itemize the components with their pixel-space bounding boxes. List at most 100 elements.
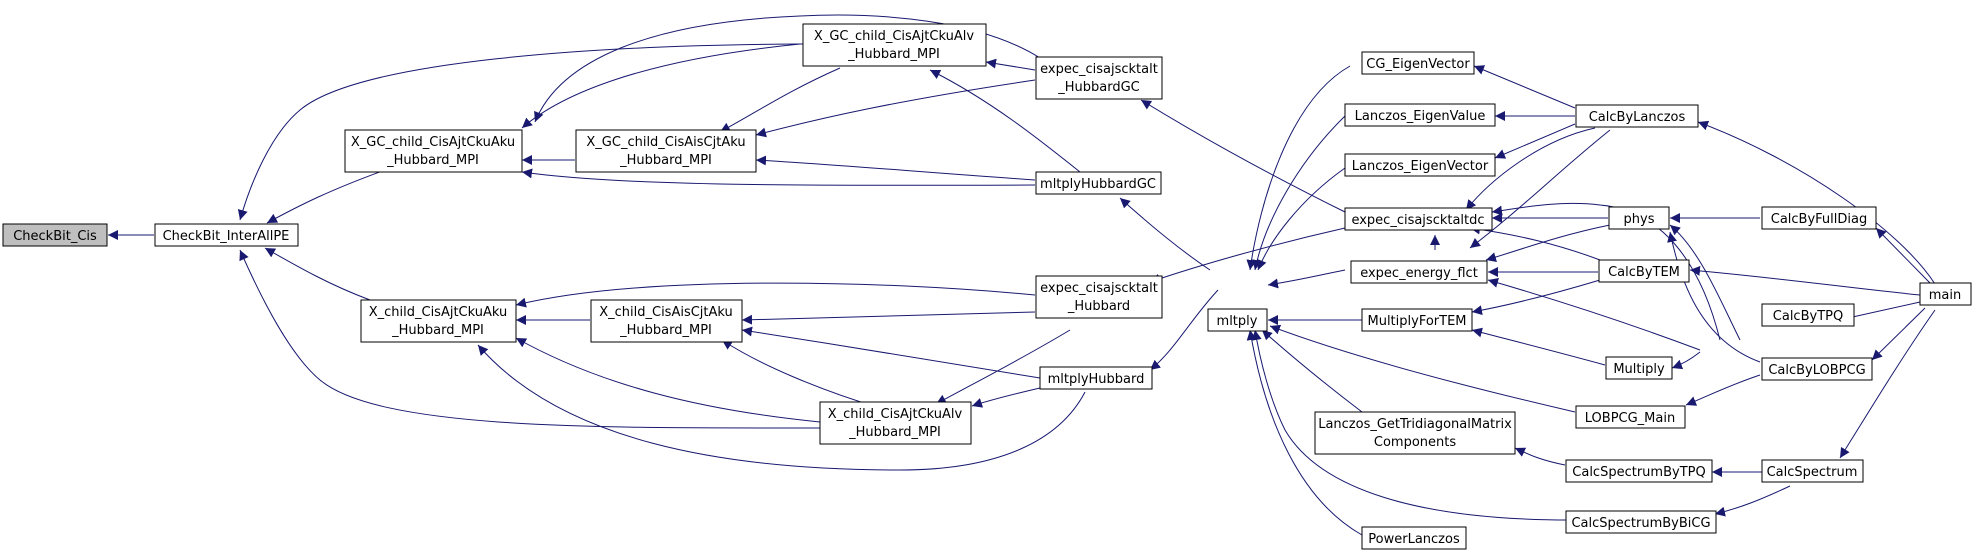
node-checkbit-cis-label: CheckBit_Cis [13,229,97,244]
node-xc-ckuaku-label-1: X_child_CisAjtCkuAku [369,305,508,320]
node-tridiag-label-2: Components [1374,435,1456,450]
node-xc-ckualv-label-1: X_child_CisAjtCkuAlv [828,407,963,422]
node-energy-label: expec_energy_flct [1360,266,1478,281]
edge-energy-to-mltply [1267,269,1346,289]
node-lanczos-evec-label: Lanczos_EigenVector [1352,159,1489,174]
node-phys-box[interactable] [1608,206,1670,230]
node-tridiag-box[interactable] [1314,411,1516,455]
node-xgc-ckualv-box[interactable] [802,23,987,67]
node-xc-ckuaku-box[interactable] [360,299,517,343]
node-calctem-label: CalcByTEM [1608,265,1680,280]
node-expec-h-label-2: _Hubbard [1067,299,1130,314]
edge-expec-h-to-xc-aiscjtaku [741,311,1036,325]
node-calctem-box[interactable] [1598,259,1690,283]
node-mltply-label: mltply [1217,314,1258,329]
edge-calctpq-to-multiply [1671,351,1701,370]
node-spectpq-label: CalcSpectrumByTPQ [1572,465,1705,480]
edge-main-to-calclanczos [1697,120,1936,285]
node-powerlanczos-box[interactable] [1361,526,1467,550]
edge-main-to-fulldiag [1875,227,1931,284]
node-calclanczos-label: CalcByLanczos [1589,110,1686,125]
edge-xc-ckualv-to-xc-ckuaku [515,337,821,423]
node-energy-box[interactable] [1350,260,1488,284]
edge-xgc-ckualv-to-interallpe [237,43,804,221]
node-lanczos-evec-box[interactable] [1344,153,1496,177]
edge-lobpcgmain-to-mltply [1269,324,1576,413]
edge-main-to-calctem [1689,265,1921,296]
node-tridiag-label-1: Lanczos_GetTridiagonalMatrix [1318,417,1512,432]
node-lobpcg-label: CalcByLOBPCG [1768,363,1865,378]
edge-lobpcg-to-phys [1667,231,1761,363]
node-xgc-aiscjtaku-box[interactable] [575,129,757,173]
node-mltply-box[interactable] [1207,308,1268,332]
node-xgc-ckuaku-label-1: X_GC_child_CisAjtCkuAku [351,135,515,150]
edge-cg-to-mltply [1246,65,1351,271]
node-lanczos-ev-box[interactable] [1344,103,1496,127]
edge-mltplyhgc-to-xgc-aiscjtaku [755,155,1036,181]
node-phys-label: phys [1624,212,1655,227]
node-checkbit-interallpe-label: CheckBit_InterAllPE [163,229,290,244]
edge-expec-hgc-to-xgc-ckualv [985,58,1036,71]
edge-mltplyh-to-xc-ckuaku [477,344,1086,471]
edge-lanczos-evec-to-mltply [1257,167,1346,271]
node-calctpq-label: CalcByTPQ [1773,309,1843,324]
node-xc-aiscjtaku-box[interactable] [590,299,743,343]
edge-main-to-lobpcg [1871,307,1926,361]
node-xgc-aiscjtaku-label-1: X_GC_child_CisAisCjtAku [586,135,745,150]
edge-spectpq-to-tridiag [1514,447,1566,466]
edge-calctpq-to-phys [1669,224,1741,341]
edge-mltplyhgc-to-xgc-ckuaku [521,168,1036,186]
edge-mltplyh-to-xc-aiscjtaku [741,326,1041,379]
edge-multiply-to-multfortem [1471,327,1606,366]
node-expec-h-box[interactable] [1035,275,1163,319]
edge-phys-to-energy [1485,224,1611,262]
node-mltplyh-label: mltplyHubbard [1048,372,1145,387]
edge-xgc-ckuaku-to-interallpe [266,169,386,224]
node-spectrum-label: CalcSpectrum [1767,465,1858,480]
node-main-box[interactable] [1919,282,1972,306]
edge-calclanczos-to-cg [1473,65,1576,109]
node-mltplyhgc-box[interactable] [1035,171,1162,195]
node-calctpq-box[interactable] [1761,303,1855,327]
node-xgc-ckualv-label-2: _Hubbard_MPI [847,47,940,62]
node-lobpcgmain-box[interactable] [1575,405,1686,429]
edge-lobpcg-to-lobpcgmain [1685,374,1761,406]
edge-bicg-to-mltply [1251,329,1571,521]
node-xgc-ckuaku-label-2: _Hubbard_MPI [386,153,479,168]
node-cg-box[interactable] [1361,51,1475,75]
node-multfortem-box[interactable] [1361,308,1473,332]
node-xgc-ckuaku-box[interactable] [344,129,523,173]
node-powerlanczos-label: PowerLanczos [1368,532,1460,547]
node-fulldiag-box[interactable] [1761,206,1877,230]
node-expec-hgc-label-2: _HubbardGC [1057,80,1140,95]
edge-mltply-to-mltplyh [1149,289,1219,371]
node-mltplyh-box[interactable] [1039,366,1153,390]
node-xgc-aiscjtaku-label-2: _Hubbard_MPI [619,153,712,168]
edge-calclanczos-to-dc [1465,127,1596,211]
node-expec-hgc-box[interactable] [1035,56,1163,100]
edge-dc-to-expec-hgc [1140,99,1346,213]
node-xc-ckualv-box[interactable] [819,401,972,445]
node-expec-h-label-1: expec_cisajscktalt [1040,281,1158,296]
node-multfortem-label: MultiplyForTEM [1367,314,1466,329]
node-spectrum-box[interactable] [1761,459,1864,483]
node-specbicg-box[interactable] [1565,510,1717,534]
edge-mltplyh-to-xc-ckualv [971,387,1041,408]
node-spectpq-box[interactable] [1565,459,1713,483]
edge-xc-ckualv-to-interallpe [239,249,821,429]
node-lanczos-ev-label: Lanczos_EigenValue [1355,109,1486,124]
node-checkbit-cis-box[interactable] [2,223,108,247]
edge-expec-h-to-xc-ckualv [935,329,1071,405]
node-main-label: main [1929,288,1961,303]
edge-expec-h-to-xc-ckuaku [515,282,1036,308]
node-dc-label: expec_cisajscktaltdc [1351,213,1484,228]
node-expec-hgc-label-1: expec_cisajscktalt [1040,62,1158,77]
node-calclanczos-box[interactable] [1575,104,1699,128]
edge-xgc-ckualv-to-xgc-ckuaku [521,43,801,129]
node-dc-box[interactable] [1344,207,1493,231]
node-checkbit-interallpe-box[interactable] [154,223,299,247]
node-lobpcg-box[interactable] [1761,357,1873,381]
node-multiply-box[interactable] [1605,356,1673,380]
node-lobpcgmain-label: LOBPCG_Main [1585,411,1675,426]
